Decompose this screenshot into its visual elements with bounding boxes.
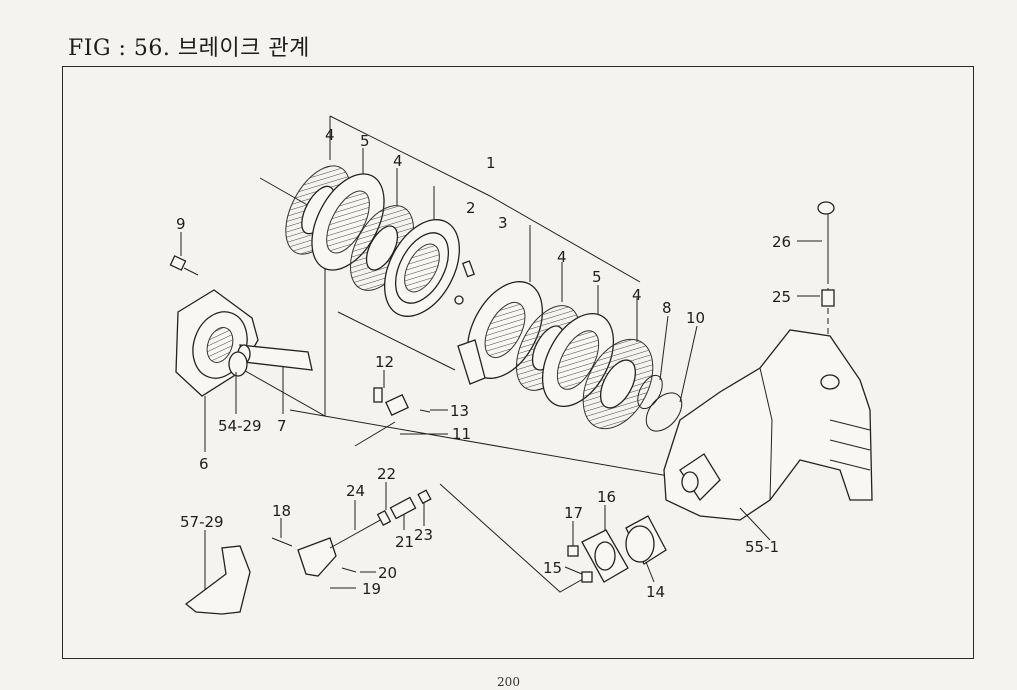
- callout-15: 15: [543, 559, 562, 577]
- cover-plate-16: [581, 529, 629, 583]
- assembly-bracket-lines: [239, 115, 829, 593]
- callout-16: 16: [597, 488, 616, 506]
- callout-5b: 5: [592, 268, 602, 286]
- callout-4b: 4: [393, 152, 403, 170]
- yoke-19: [297, 537, 337, 577]
- brake-cover-6: [175, 289, 259, 397]
- callout-20: 20: [378, 564, 397, 582]
- page-number: 200: [497, 675, 520, 689]
- bolt-17: [567, 545, 579, 557]
- callout-labels: 1 2 3 4 4 4 4 5 5 6 7 8 9 10 11 12 13 14…: [176, 126, 791, 601]
- shaft-7: [237, 344, 313, 371]
- callout-10: 10: [686, 309, 705, 327]
- bolt-12: [373, 387, 383, 403]
- nut-23: [417, 489, 432, 505]
- callout-8: 8: [662, 299, 672, 317]
- callout-22: 22: [377, 465, 396, 483]
- figure-title: FIG : 56. 브레이크 관계: [68, 36, 310, 61]
- shaft-54-29: [228, 351, 248, 377]
- callout-14: 14: [646, 583, 665, 601]
- pin-13: [419, 409, 431, 413]
- callout-55-1: 55-1: [745, 538, 779, 556]
- callout-6: 6: [199, 455, 209, 473]
- brake-disc-4-rear: [582, 338, 654, 430]
- callout-9: 9: [176, 215, 186, 233]
- callout-26: 26: [772, 233, 791, 251]
- callout-21: 21: [395, 533, 414, 551]
- ball-3: [454, 295, 464, 305]
- callout-17: 17: [564, 504, 583, 522]
- callout-11: 11: [452, 425, 471, 443]
- callout-4d: 4: [632, 286, 642, 304]
- dust-boot-14: [625, 515, 667, 565]
- diagram-frame: [62, 66, 974, 659]
- snap-ring-8: [637, 374, 663, 410]
- bolt-15: [581, 571, 593, 583]
- pin-20: [341, 567, 357, 573]
- callout-57-29: 57-29: [180, 513, 224, 531]
- dipstick-tube-25: [821, 289, 835, 307]
- callout-18: 18: [272, 502, 291, 520]
- callout-54-29: 54-29: [218, 417, 262, 435]
- brake-cover-1: [384, 219, 460, 317]
- brake-lever-57-29: [184, 545, 251, 615]
- dipstick-26: [817, 201, 835, 282]
- callout-7: 7: [277, 417, 287, 435]
- callout-2: 2: [466, 199, 476, 217]
- rod-24: [329, 517, 385, 549]
- bolt-9: [169, 255, 199, 276]
- callout-4a: 4: [325, 126, 335, 144]
- nut-22: [376, 509, 392, 527]
- callout-13: 13: [450, 402, 469, 420]
- pin-18: [271, 537, 293, 547]
- o-ring-10: [645, 392, 683, 432]
- callout-23: 23: [414, 526, 433, 544]
- transmission-case-55-1: [663, 329, 873, 521]
- callout-4c: 4: [557, 248, 567, 266]
- bolt-2: [461, 260, 475, 278]
- callout-12: 12: [375, 353, 394, 371]
- callout-1: 1: [486, 154, 496, 172]
- brake-rod-11: [354, 393, 409, 447]
- callout-5a: 5: [360, 132, 370, 150]
- turnbuckle-21: [389, 496, 417, 520]
- callout-19: 19: [362, 580, 381, 598]
- callout-leaders: [180, 232, 822, 590]
- callout-24: 24: [346, 482, 365, 500]
- callout-25: 25: [772, 288, 791, 306]
- callout-3: 3: [498, 214, 508, 232]
